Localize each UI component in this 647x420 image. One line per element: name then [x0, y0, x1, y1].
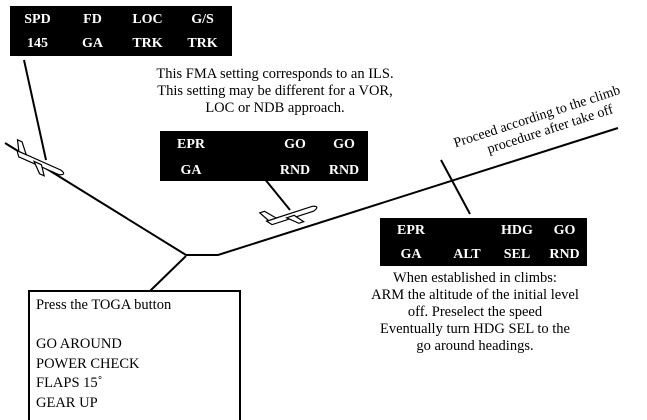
- fma-cell: TRK: [132, 36, 163, 51]
- fma-cell: GA: [400, 247, 422, 262]
- note-line: This setting may be different for a VOR,: [157, 83, 393, 99]
- fma-cell: G/S: [191, 12, 214, 27]
- fma-cell: FD: [83, 12, 102, 27]
- climb-path: [217, 127, 619, 256]
- fma-cell: TRK: [187, 36, 218, 51]
- note-line: LOC or NDB approach.: [205, 100, 345, 116]
- procedure-step: GEAR UP: [36, 394, 98, 411]
- pointer-top-fma: [23, 59, 47, 161]
- go-around-procedure-box: Press the TOGA button GO AROUND POWER CH…: [28, 290, 241, 420]
- procedure-title: Press the TOGA button: [36, 297, 172, 313]
- fma-cell: SPD: [24, 12, 51, 27]
- fma-cell: HDG: [501, 223, 533, 238]
- note-line: Eventually turn HDG SEL to the: [380, 321, 570, 337]
- climb-established-note: When established in climbs: ARM the alti…: [340, 270, 610, 355]
- spacer: [36, 316, 233, 336]
- note-line: ARM the altitude of the initial level: [371, 287, 579, 303]
- ils-note: This FMA setting corresponds to an ILS. …: [120, 66, 430, 117]
- climbing-aircraft-icon: [258, 205, 318, 226]
- fma-right-row2: GA ALT SEL RND: [380, 244, 587, 266]
- procedure-step: FLAPS 15˚: [36, 375, 103, 391]
- fma-top-row1: SPD FD LOC G/S: [10, 9, 232, 31]
- fma-cell: GO: [284, 137, 306, 152]
- procedure-step: POWER CHECK: [36, 355, 140, 372]
- fma-cell: EPR: [397, 223, 425, 238]
- pointer-right-fma: [440, 159, 471, 215]
- fma-cell: GA: [82, 36, 103, 51]
- fma-mid-row1: EPR GO GO: [160, 134, 368, 156]
- fma-cell: EPR: [177, 137, 205, 152]
- fma-cell: RND: [328, 163, 360, 178]
- note-line: When established in climbs:: [393, 270, 557, 286]
- note-line: go around headings.: [416, 338, 534, 354]
- fma-display-middle: EPR GO GO GA RND RND: [160, 131, 368, 181]
- note-line: This FMA setting corresponds to an ILS.: [156, 66, 394, 82]
- fma-mid-row2: GA RND RND: [160, 160, 368, 182]
- fma-cell: GO: [553, 223, 576, 238]
- fma-cell: LOC: [132, 12, 163, 27]
- flight-path-diagram: [4, 59, 619, 292]
- fma-top-row2: 145 GA TRK TRK: [10, 33, 232, 55]
- fma-cell: GA: [180, 163, 202, 178]
- fma-cell: RND: [549, 247, 580, 262]
- fma-cell: 145: [27, 36, 48, 51]
- procedure-step: GO AROUND: [36, 336, 122, 352]
- fma-display-top: SPD FD LOC G/S 145 GA TRK TRK: [10, 6, 232, 56]
- fma-cell: SEL: [503, 247, 531, 262]
- note-line: off. Preselect the speed: [407, 304, 543, 320]
- descending-aircraft-icon: [16, 138, 65, 177]
- fma-cell: RND: [279, 163, 311, 178]
- fma-cell: ALT: [453, 247, 481, 262]
- pointer-procedure-box: [149, 255, 187, 292]
- fma-right-row1: EPR HDG GO: [380, 220, 587, 242]
- pointer-mid-fma: [263, 177, 291, 211]
- fma-cell: GO: [333, 137, 355, 152]
- fma-display-right: EPR HDG GO GA ALT SEL RND: [380, 218, 587, 266]
